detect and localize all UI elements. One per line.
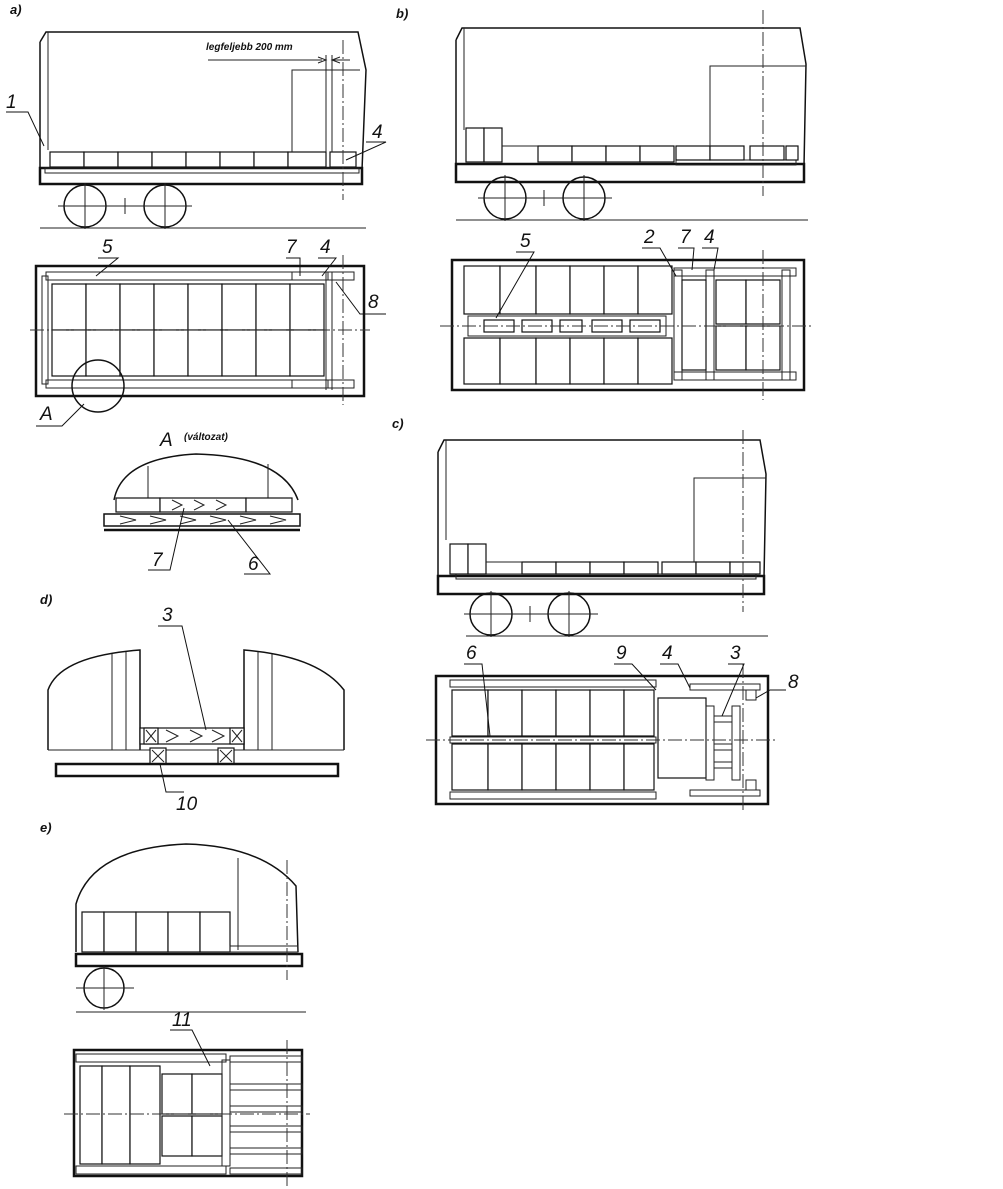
panel-a-callout-1: 1 [6,92,17,113]
panel-a-callout-5: 5 [102,237,113,258]
panel-c-label: c) [392,416,404,431]
panel-c-callout-6: 6 [466,643,477,664]
panel-e-cargo-grid [79,1065,223,1165]
detail-a-callout-7: 7 [152,550,164,571]
panel-d-callout-10: 10 [176,794,198,815]
panel-a-callout-4: 4 [372,122,383,143]
panel-a-cargo-row [49,151,357,168]
panel-a: a) legfeljebb 200 [6,2,387,427]
panel-d-callout-3: 3 [162,605,173,626]
panel-a-cargo-grid [51,283,325,377]
panel-a-callout-7: 7 [286,237,298,258]
panel-e-cargo-row [81,911,231,953]
panel-b-cargo-row [465,127,799,163]
detail-a-subtitle: (változat) [184,432,229,443]
detail-a: A (változat) 7 6 [103,430,301,575]
panel-c-cargo-grid [451,689,655,791]
panel-a-callout-4b: 4 [320,237,331,258]
panel-b-top-view: 5 2 7 4 [440,227,812,400]
panel-c-callout-8: 8 [788,672,799,693]
panel-a-callout-8: 8 [368,292,379,313]
panel-c-callout-4: 4 [662,643,673,664]
panel-e-label: e) [40,820,52,835]
panel-b-callout-4: 4 [704,227,715,248]
panel-b-callout-5: 5 [520,231,531,252]
panel-d-label: d) [40,592,52,607]
panel-e: e) [40,820,310,1186]
detail-a-marker-circle [71,359,125,413]
panel-b-callout-7: 7 [680,227,692,248]
panel-c-callout-3: 3 [730,643,741,664]
panel-b-cargo-grid [463,265,673,385]
panel-c: c) [392,416,799,812]
panel-c-side-view [436,430,768,637]
panel-a-label: a) [10,2,22,17]
panel-b-label: b) [396,6,408,21]
panel-e-side-view [74,843,306,1013]
panel-a-callout-a: A [39,404,53,425]
panel-d: d) 3 10 [40,592,345,815]
panel-c-top-view: 6 9 4 3 8 [426,643,799,812]
panel-b-wheels [478,175,612,221]
panel-e-callout-11: 11 [172,1010,192,1031]
panel-c-cargo-row [449,543,761,575]
panel-e-top-view: 11 [64,1010,310,1186]
panel-a-wheels [58,183,192,229]
panel-b-side-view [454,10,808,221]
detail-a-callout-6: 6 [248,554,259,575]
panel-a-side-view: legfeljebb 200 mm 1 4 [6,31,387,229]
panel-c-callout-9: 9 [616,643,627,664]
panel-a-top-view: A 5 7 4 8 [30,237,386,427]
panel-b: b) [396,6,812,400]
panel-b-callout-2: 2 [643,227,655,248]
detail-a-title: A [159,430,173,451]
panel-a-max-gap-note: legfeljebb 200 mm [206,42,293,53]
panel-c-wheels [464,591,598,637]
